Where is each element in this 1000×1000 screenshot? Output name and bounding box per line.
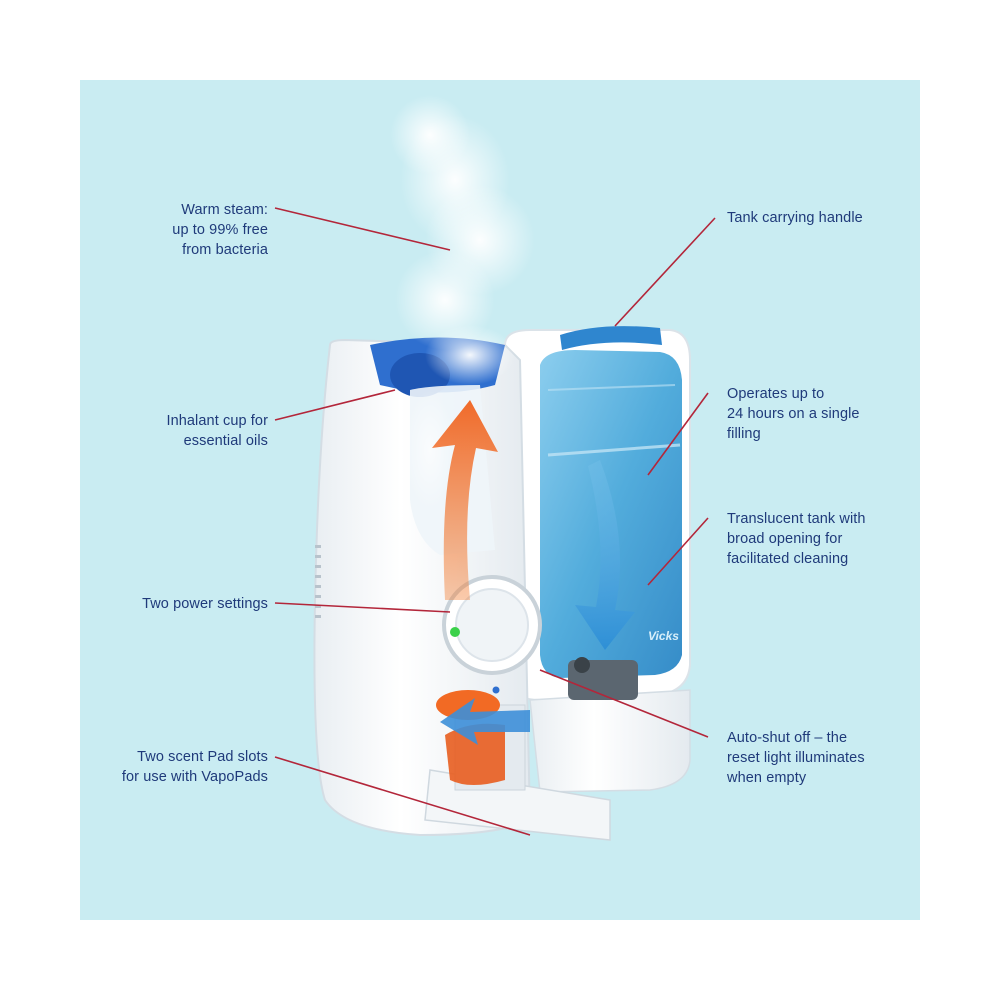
callout-line: Inhalant cup for xyxy=(166,413,268,429)
brand-mark: Vicks xyxy=(648,629,679,643)
power-indicator-icon xyxy=(450,627,460,637)
callout-line: reset light illuminates xyxy=(727,750,865,766)
callout-power-settings: Two power settings xyxy=(142,594,268,614)
callout-line: filling xyxy=(727,426,761,442)
callout-line: essential oils xyxy=(183,433,268,449)
callout-line: Two power settings xyxy=(142,596,268,612)
callout-line: broad opening for xyxy=(727,531,843,547)
callout-carrying-handle: Tank carrying handle xyxy=(727,208,863,228)
callout-line: Translucent tank with xyxy=(727,511,866,527)
callout-operates: Operates up to 24 hours on a single fill… xyxy=(727,384,860,444)
callout-line: Two scent Pad slots xyxy=(137,749,268,765)
callout-auto-shutoff: Auto-shut off – the reset light illumina… xyxy=(727,728,865,788)
up-arrow-icon xyxy=(432,400,498,600)
callout-line: up to 99% free xyxy=(172,222,268,238)
steam-cloud-icon xyxy=(390,95,535,510)
water-tank: Vicks xyxy=(504,326,691,793)
callout-line: for use with VapoPads xyxy=(121,769,268,785)
down-arrow-icon xyxy=(575,460,635,650)
callout-line: Operates up to xyxy=(727,386,825,402)
callout-line: Tank carrying handle xyxy=(727,210,863,226)
callout-scent-pad: Two scent Pad slots for use with VapoPad… xyxy=(122,747,268,787)
leader-lines xyxy=(274,207,716,836)
callout-line: 24 hours on a single xyxy=(727,406,860,422)
callout-line: when empty xyxy=(727,770,807,786)
callout-warm-steam: Warm steam: up to 99% free from bacteria xyxy=(172,200,268,260)
callout-line: from bacteria xyxy=(182,242,268,258)
callout-line: facilitated cleaning xyxy=(727,551,849,567)
callout-line: Auto-shut off – the xyxy=(727,730,848,746)
callout-inhalant-cup: Inhalant cup for essential oils xyxy=(166,411,268,451)
callout-line: Warm steam: xyxy=(181,202,268,218)
callout-translucent-tank: Translucent tank with broad opening for … xyxy=(727,509,866,569)
